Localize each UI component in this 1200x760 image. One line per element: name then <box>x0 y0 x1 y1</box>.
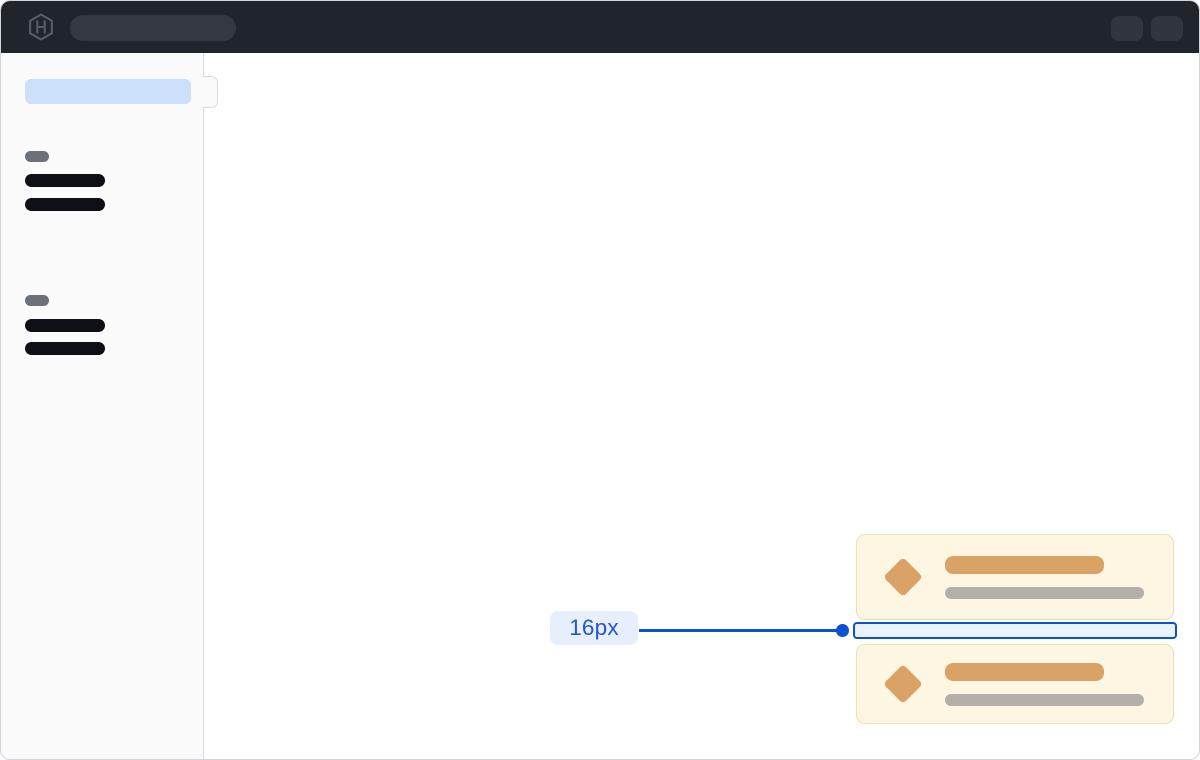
search-input[interactable] <box>70 15 236 41</box>
header-action-button-2[interactable] <box>1151 16 1183 41</box>
toast-text-skeleton <box>945 555 1144 599</box>
diamond-icon <box>883 557 923 597</box>
toast-card <box>856 644 1174 724</box>
toast-title-placeholder <box>945 555 1104 574</box>
toast-subtitle-placeholder <box>945 586 1144 599</box>
sidebar-active-item[interactable] <box>25 79 191 104</box>
measure-leader-line <box>639 629 838 632</box>
spacing-highlight-box <box>853 622 1177 639</box>
toast-card <box>856 534 1174 620</box>
sidebar-nav-item-skeleton[interactable] <box>25 174 105 187</box>
sidebar-nav-item-skeleton[interactable] <box>25 319 105 332</box>
sidebar-group-heading-pill <box>25 151 49 162</box>
hashicorp-logo-icon <box>29 13 53 41</box>
toast-title-placeholder <box>945 662 1104 681</box>
header-action-button-1[interactable] <box>1111 16 1143 41</box>
sidebar-toggle-tab[interactable] <box>203 76 218 108</box>
toast-text-skeleton <box>945 662 1144 706</box>
sidebar <box>1 53 204 759</box>
top-nav-bar <box>1 1 1199 53</box>
sidebar-nav-item-skeleton[interactable] <box>25 342 105 355</box>
spacing-value-label: 16px <box>550 611 638 645</box>
toast-subtitle-placeholder <box>945 693 1144 706</box>
diamond-icon <box>883 664 923 704</box>
sidebar-group-heading-pill <box>25 295 49 306</box>
header-actions <box>1111 16 1183 41</box>
sidebar-nav-item-skeleton[interactable] <box>25 198 105 211</box>
measure-dot <box>836 624 849 637</box>
